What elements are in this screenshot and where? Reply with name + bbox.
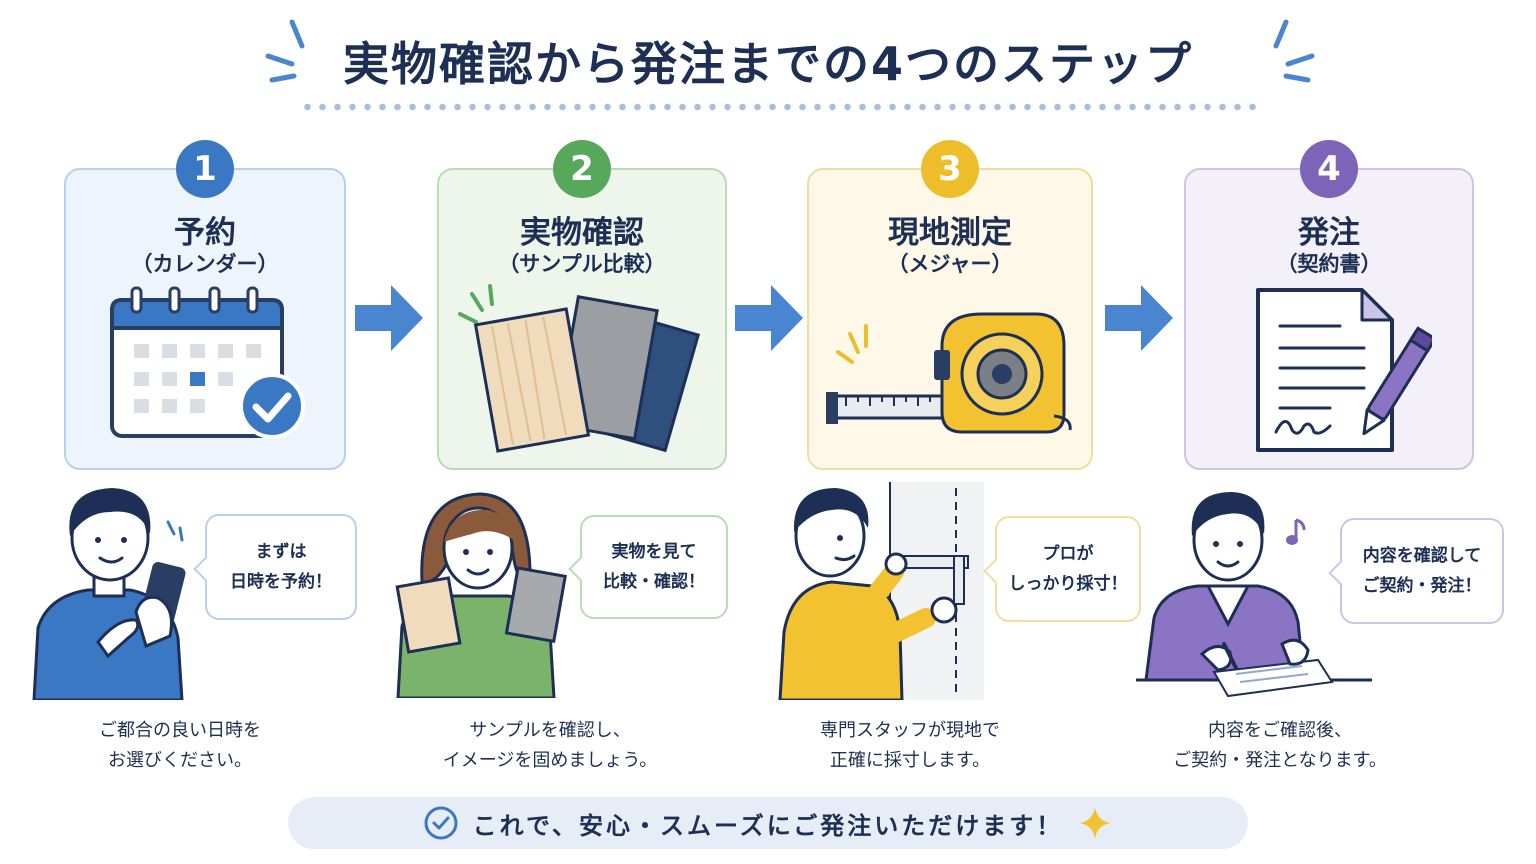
- step-caption: サンプルを確認し、 イメージを固めましょう。: [442, 720, 658, 771]
- banner-text: これで、安心・スムーズにご発注いただけます！: [472, 811, 1064, 840]
- arrow-right-icon: [1105, 285, 1173, 351]
- step-caption: ご都合の良い日時を お選びください。: [99, 720, 261, 771]
- speech-bubble: まずは日時を予約！: [205, 514, 357, 620]
- contract-document-icon: [1256, 288, 1432, 452]
- sparkle-icon: [265, 19, 305, 83]
- person-with-samples-illustration: [395, 492, 567, 698]
- calendar-icon: [110, 286, 305, 439]
- step-number-badge: 2: [553, 140, 611, 198]
- speech-bubble: 実物を見て比較・確認！: [580, 515, 728, 619]
- step-caption: 内容をご確認後、 ご契約・発注となります。: [1173, 720, 1387, 771]
- step-subtitle: （契約書）: [1276, 252, 1382, 276]
- arrow-right-icon: [735, 285, 803, 351]
- dotted-divider: [300, 103, 1260, 111]
- sparkle-icon: [1079, 807, 1112, 839]
- summary-banner: これで、安心・スムーズにご発注いただけます！: [288, 797, 1248, 849]
- step-number-badge: 3: [921, 140, 979, 198]
- tape-measure-icon: [826, 312, 1072, 434]
- step-subtitle: （サンプル比較）: [498, 252, 666, 276]
- step-number-badge: 4: [1300, 140, 1358, 198]
- check-circle-icon: [424, 806, 458, 840]
- sparkle-icon: [1273, 19, 1315, 83]
- step-title: 予約: [174, 215, 236, 251]
- speech-bubble: 内容を確認してご契約・発注！: [1340, 518, 1504, 624]
- step-subtitle: （メジャー）: [887, 252, 1013, 276]
- step-caption: 専門スタッフが現地で 正確に採寸します。: [820, 720, 1000, 771]
- speech-bubble: プロがしっかり採寸！: [995, 516, 1141, 622]
- step-title: 現地測定: [888, 215, 1012, 251]
- step-title: 発注: [1298, 215, 1360, 251]
- material-samples-icon: [458, 284, 701, 453]
- person-measuring-wall-illustration: [778, 482, 984, 700]
- arrow-right-icon: [355, 285, 423, 351]
- person-with-phone-illustration: [32, 488, 186, 700]
- person-signing-contract-illustration: [1136, 492, 1372, 698]
- page-title: 実物確認から発注までの4つのステップ: [342, 37, 1193, 91]
- step-number-badge: 1: [176, 140, 234, 198]
- step-title: 実物確認: [520, 215, 644, 251]
- step-subtitle: （カレンダー）: [131, 252, 279, 276]
